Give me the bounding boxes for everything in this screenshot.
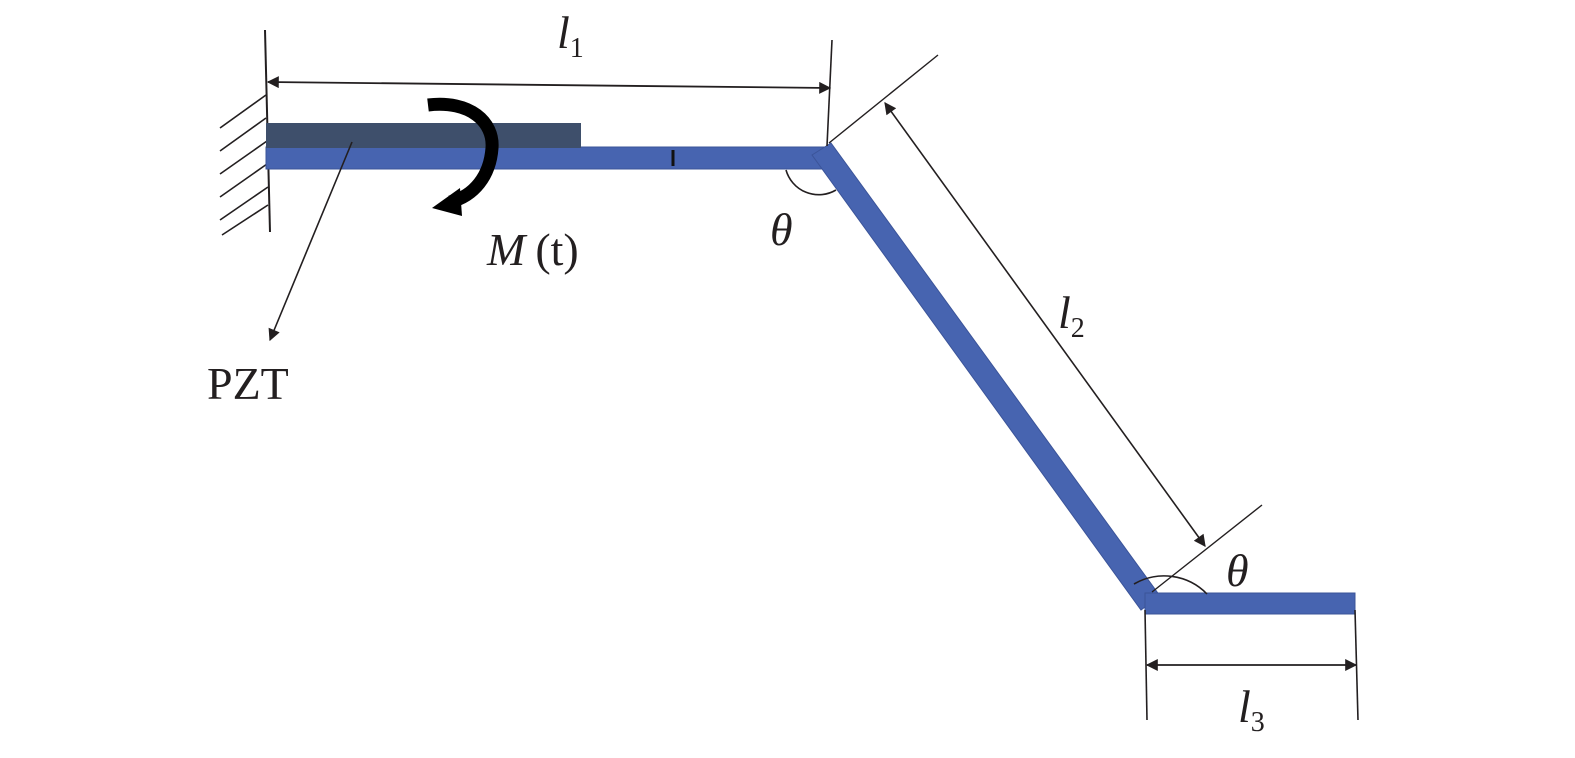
label-pzt: PZT [207, 358, 289, 409]
dimension-arrow-l2 [884, 102, 1206, 547]
label-theta-top: θ [770, 204, 793, 255]
angle-arc-top [785, 169, 837, 196]
label-l2: l2 [1058, 287, 1085, 344]
extension-line-l2-top [828, 54, 939, 144]
dimension-l1 [266, 39, 833, 147]
dimension-l2 [828, 54, 1263, 593]
beam-segment-2 [811, 142, 1161, 611]
label-theta-bottom: θ [1226, 545, 1249, 596]
dimension-l3 [1144, 609, 1359, 721]
label-moment: M(t) [486, 224, 579, 275]
curved-arrow-icon [427, 97, 499, 216]
fixed-wall-hatch-icon [219, 94, 269, 236]
extension-line-l2-bottom [1151, 504, 1263, 593]
fixed-wall-support [219, 29, 271, 236]
extension-line-l1-right [826, 39, 833, 147]
angle-arc-bottom [1133, 575, 1208, 595]
beam-segments [265, 142, 1356, 615]
label-l1: l1 [557, 7, 584, 64]
beam-segment-1 [265, 146, 827, 170]
pzt-patch [266, 123, 581, 148]
extension-line-l3-left [1144, 609, 1148, 721]
label-l3: l3 [1238, 681, 1265, 738]
beam-segment-3 [1144, 592, 1356, 615]
dimension-arrow-l1 [266, 76, 832, 94]
pzt-leader-arrow [268, 141, 353, 342]
